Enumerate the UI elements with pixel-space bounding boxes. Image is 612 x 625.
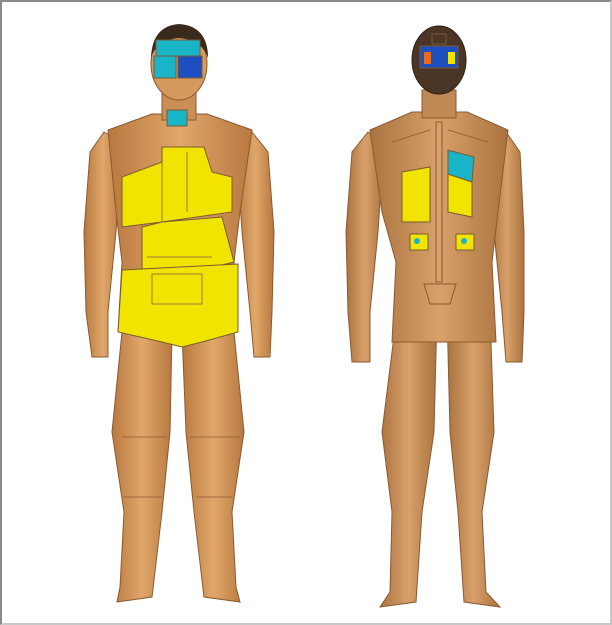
left-lung-zone[interactable] <box>402 167 430 222</box>
pelvis-zone[interactable] <box>118 264 238 347</box>
back-torso <box>370 112 508 342</box>
body-map-svg <box>12 12 604 617</box>
left-eye-zone[interactable] <box>154 56 176 78</box>
body-map-panel <box>12 12 604 617</box>
front-right-leg <box>182 332 244 602</box>
right-eye-zone[interactable] <box>178 56 202 78</box>
throat-zone[interactable] <box>167 110 187 126</box>
front-left-leg <box>112 332 172 602</box>
left-kidney-cyan <box>414 238 420 244</box>
back-right-leg <box>447 312 500 607</box>
back-left-leg <box>380 312 437 607</box>
forehead-zone[interactable] <box>156 40 200 56</box>
front-figure <box>84 24 274 602</box>
abdomen-zone[interactable] <box>142 217 234 270</box>
right-kidney-cyan <box>461 238 467 244</box>
head-back-zone-orange <box>424 52 431 64</box>
head-back-zone-yellow <box>448 52 455 64</box>
back-figure <box>346 26 524 607</box>
